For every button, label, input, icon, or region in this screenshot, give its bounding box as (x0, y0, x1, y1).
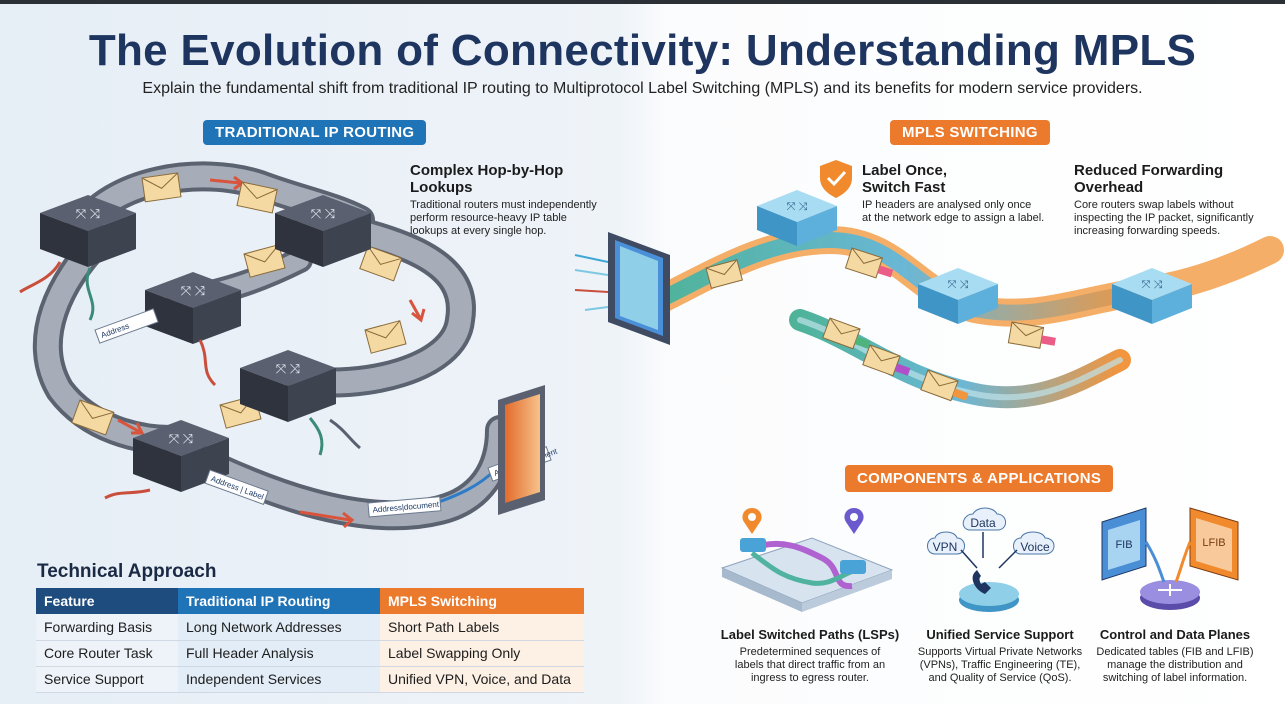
table-header-cell: Feature (36, 588, 178, 614)
technical-approach-table: Feature Traditional IP Routing MPLS Swit… (36, 588, 584, 693)
table-row: Service Support Independent Services Uni… (36, 666, 584, 693)
mpls-callout1-body-line1: IP headers are analysed only once (862, 199, 1032, 211)
table-cell: Label Swapping Only (380, 640, 584, 667)
page-subtitle: Explain the fundamental shift from tradi… (142, 80, 1143, 97)
table-header-cell: MPLS Switching (380, 588, 584, 614)
mpls-callout2-title-line2: Overhead (1074, 179, 1144, 196)
control-data-planes-body-line1: Dedicated tables (FIB and LFIB) (1096, 646, 1254, 658)
table-cell: Full Header Analysis (178, 640, 380, 667)
mpls-callout1-body-line2: at the network edge to assign a label. (862, 212, 1045, 224)
table-cell: Short Path Labels (380, 614, 584, 641)
table-header-cell: Traditional IP Routing (178, 588, 380, 614)
table-row: Core Router Task Full Header Analysis La… (36, 640, 584, 667)
lsp-path-icon (720, 508, 894, 612)
traditional-cables (19, 261, 361, 500)
voice-cloud-label: Voice (1020, 540, 1050, 554)
shield-icon (820, 160, 852, 198)
unified-services-body-line1: Supports Virtual Private Networks (917, 646, 1083, 658)
traditional-callout-body-line3: lookups at every single hop. (410, 225, 547, 237)
svg-text:⤧ ⤨: ⤧ ⤨ (1142, 279, 1163, 291)
page-title: The Evolution of Connectivity: Understan… (88, 26, 1197, 75)
fib-label: FIB (1115, 539, 1132, 551)
table-cell: Core Router Task (36, 640, 178, 667)
lsp-body-line3: ingress to egress router. (750, 672, 869, 684)
lsp-title: Label Switched Paths (LSPs) (720, 627, 900, 642)
control-data-planes-title: Control and Data Planes (1099, 627, 1251, 642)
technical-approach-title: Technical Approach (37, 561, 217, 582)
traditional-callout-title-line2: Lookups (410, 179, 473, 196)
mpls-callout2-title-line1: Reduced Forwarding (1074, 162, 1224, 179)
table-cell: Long Network Addresses (178, 614, 380, 641)
svg-text:⤧ ⤨: ⤧ ⤨ (76, 206, 101, 221)
svg-text:⤧ ⤨: ⤧ ⤨ (948, 279, 969, 291)
mpls-callout1-title-line2: Switch Fast (862, 179, 946, 196)
mpls-routers: ⤧ ⤨ ⤧ ⤨ ⤧ ⤨ (757, 190, 1192, 324)
components-applications-label: COMPONENTS & APPLICATIONS (845, 465, 1114, 492)
traditional-ip-routing-label: TRADITIONAL IP ROUTING (203, 120, 427, 145)
table-cell: Forwarding Basis (36, 614, 178, 641)
mpls-callout2-body-line2: inspecting the IP packet, significantly (1074, 212, 1254, 224)
control-data-planes-body-line2: manage the distribution and (1107, 659, 1243, 671)
svg-text:⤧ ⤨: ⤧ ⤨ (311, 206, 336, 221)
table-cell: Unified VPN, Voice, and Data (380, 666, 584, 693)
svg-text:⤧ ⤨: ⤧ ⤨ (276, 361, 301, 376)
mpls-callout2-body-line1: Core routers swap labels without (1074, 199, 1234, 211)
table-cell: Independent Services (178, 666, 380, 693)
vpn-cloud-label: VPN (933, 540, 958, 554)
control-data-planes-icon: FIB LFIB (1101, 507, 1239, 610)
control-data-planes-body-line3: switching of label information. (1102, 672, 1248, 684)
svg-text:⤧ ⤨: ⤧ ⤨ (169, 431, 194, 446)
mpls-callout2-body-line3: increasing forwarding speeds. (1074, 225, 1221, 237)
traditional-callout-body-line1: Traditional routers must independently (410, 199, 597, 211)
unified-services-icon: Data VPN Voice (927, 507, 1055, 612)
mpls-ingress-gate (574, 232, 670, 345)
lfib-label: LFIB (1202, 537, 1225, 549)
svg-text:⤧ ⤨: ⤧ ⤨ (787, 201, 808, 213)
traditional-callout-body-line2: perform resource-heavy IP table (410, 212, 567, 224)
mpls-callout1-title-line1: Label Once, (862, 162, 948, 179)
mpls-switching-label: MPLS SWITCHING (890, 120, 1050, 145)
svg-text:⤧ ⤨: ⤧ ⤨ (181, 283, 206, 298)
traditional-exit-door (498, 385, 545, 515)
traditional-packets (71, 172, 407, 436)
top-bar (0, 0, 1285, 4)
table-cell: Service Support (36, 666, 178, 693)
table-header-row: Feature Traditional IP Routing MPLS Swit… (36, 588, 584, 614)
unified-services-body-line2: (VPNs), Traffic Engineering (TE), (919, 659, 1081, 671)
mpls-packets (705, 247, 1056, 402)
traditional-callout-title-line1: Complex Hop-by-Hop (410, 162, 564, 179)
lsp-body-line2: labels that direct traffic from an (734, 659, 886, 671)
unified-services-body-line3: and Quality of Service (QoS). (928, 672, 1072, 684)
data-cloud-label: Data (970, 516, 996, 530)
unified-services-title: Unified Service Support (926, 627, 1074, 642)
lsp-body-line1: Predetermined sequences of (739, 646, 881, 658)
table-row: Forwarding Basis Long Network Addresses … (36, 614, 584, 641)
